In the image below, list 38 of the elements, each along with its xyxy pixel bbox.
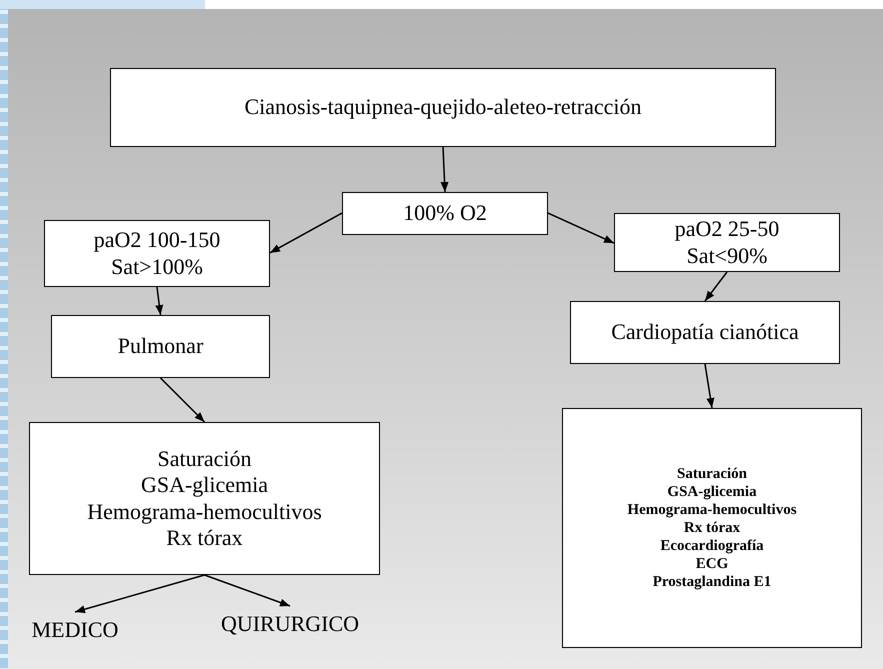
arrow	[704, 364, 714, 408]
arrow	[440, 146, 449, 192]
arrow	[270, 212, 342, 254]
box-text: GSA-glicemia	[667, 483, 757, 501]
arrow	[204, 574, 290, 607]
process-box	[562, 408, 862, 648]
arrow	[704, 272, 728, 302]
box-text: GSA-glicemia	[140, 472, 268, 498]
arrow	[155, 286, 164, 316]
box-text: paO2 100-150	[94, 227, 220, 254]
box-text: Pulmonar	[118, 333, 204, 360]
outcome-text: QUIRURGICO	[190, 606, 390, 642]
process-box	[110, 68, 776, 147]
box-text: 100% O2	[403, 200, 487, 227]
process-box	[570, 301, 840, 364]
box-text: Rx tórax	[684, 519, 740, 537]
process-box	[51, 315, 270, 378]
arrow	[548, 212, 614, 244]
box-text: ECG	[696, 555, 728, 573]
box-text: Saturación	[157, 446, 252, 472]
box-text: Ecocardiografía	[660, 537, 764, 555]
box-text: Sat<90%	[686, 242, 768, 269]
box-text: Prostaglandina E1	[652, 573, 772, 591]
box-text: Saturación	[676, 465, 747, 483]
box-text: Sat>100%	[111, 254, 203, 280]
arrow	[160, 377, 206, 423]
arrow	[74, 574, 205, 614]
box-text: Cianosis-taquipnea-quejido-aleteo-retracción	[244, 94, 642, 121]
process-box	[342, 192, 548, 235]
box-text: Cardiopatía cianótica	[611, 319, 799, 346]
process-box	[29, 422, 380, 575]
outcome-text: MEDICO	[10, 612, 140, 648]
box-text: Rx tórax	[166, 524, 243, 552]
box-text: paO2 25-50	[674, 216, 780, 242]
box-text: Hemograma-hemocultivos	[627, 501, 797, 519]
process-box	[614, 213, 840, 272]
process-box	[44, 220, 270, 287]
box-text: Hemograma-hemocultivos	[87, 498, 322, 525]
